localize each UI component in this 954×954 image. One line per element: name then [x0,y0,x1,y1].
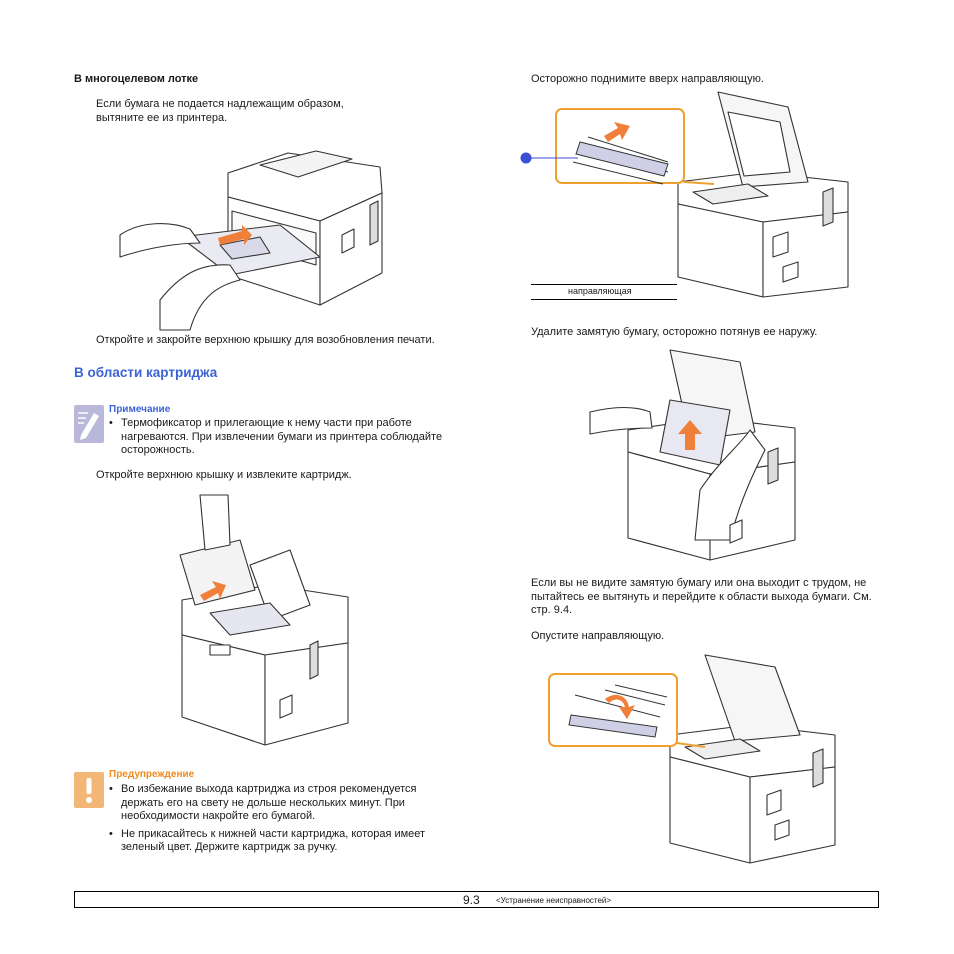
illustration-remove-paper [589,349,796,561]
remove-paper-instruction: Удалите замятую бумагу, осторожно потяну… [531,326,818,338]
callout-rule-top [531,284,677,285]
callout-label: направляющая [568,286,632,296]
multipurpose-tray-instruction-line1: Если бумага не подается надлежащим образ… [96,98,344,110]
note-item: Термофиксатор и прилегающие к нему части… [109,417,444,458]
note-title: Примечание [109,404,171,415]
illustration-lower-guide [548,654,836,864]
illustration-remove-cartridge [179,494,349,746]
note-list: Термофиксатор и прилегающие к нему части… [109,417,444,462]
page-number: 9.3 [463,893,480,907]
callout-marker [520,152,578,164]
paper-not-found-instruction: Если вы не видите замятую бумагу или она… [531,577,872,616]
remove-cartridge-instruction: Откройте верхнюю крышку и извлеките карт… [96,469,352,481]
warning-list: Во избежание выхода картриджа из строя р… [109,783,454,859]
page-footer: 9.3 <Устранение неисправностей> [74,891,879,908]
note-icon [74,405,104,443]
illustration-tray-jam [119,150,383,331]
warning-item: Не прикасайтесь к нижней части картриджа… [109,828,454,855]
warning-item: Во избежание выхода картриджа из строя р… [109,783,454,824]
lift-guide-instruction: Осторожно поднимите вверх направляющую. [531,73,764,85]
warning-title: Предупреждение [109,769,195,780]
chapter-label: <Устранение неисправностей> [496,896,612,905]
multipurpose-tray-instruction-line2: вытяните ее из принтера. [96,112,228,124]
illustration-lift-guide [555,91,849,298]
section-heading-multipurpose-tray: В многоцелевом лотке [74,73,199,85]
reopen-cover-instruction: Откройте и закройте верхнюю крышку для в… [96,334,435,346]
section-heading-cartridge-area: В области картриджа [74,365,218,380]
callout-rule-bottom [531,299,677,300]
lower-guide-instruction: Опустите направляющую. [531,630,665,642]
warning-icon [74,772,104,808]
